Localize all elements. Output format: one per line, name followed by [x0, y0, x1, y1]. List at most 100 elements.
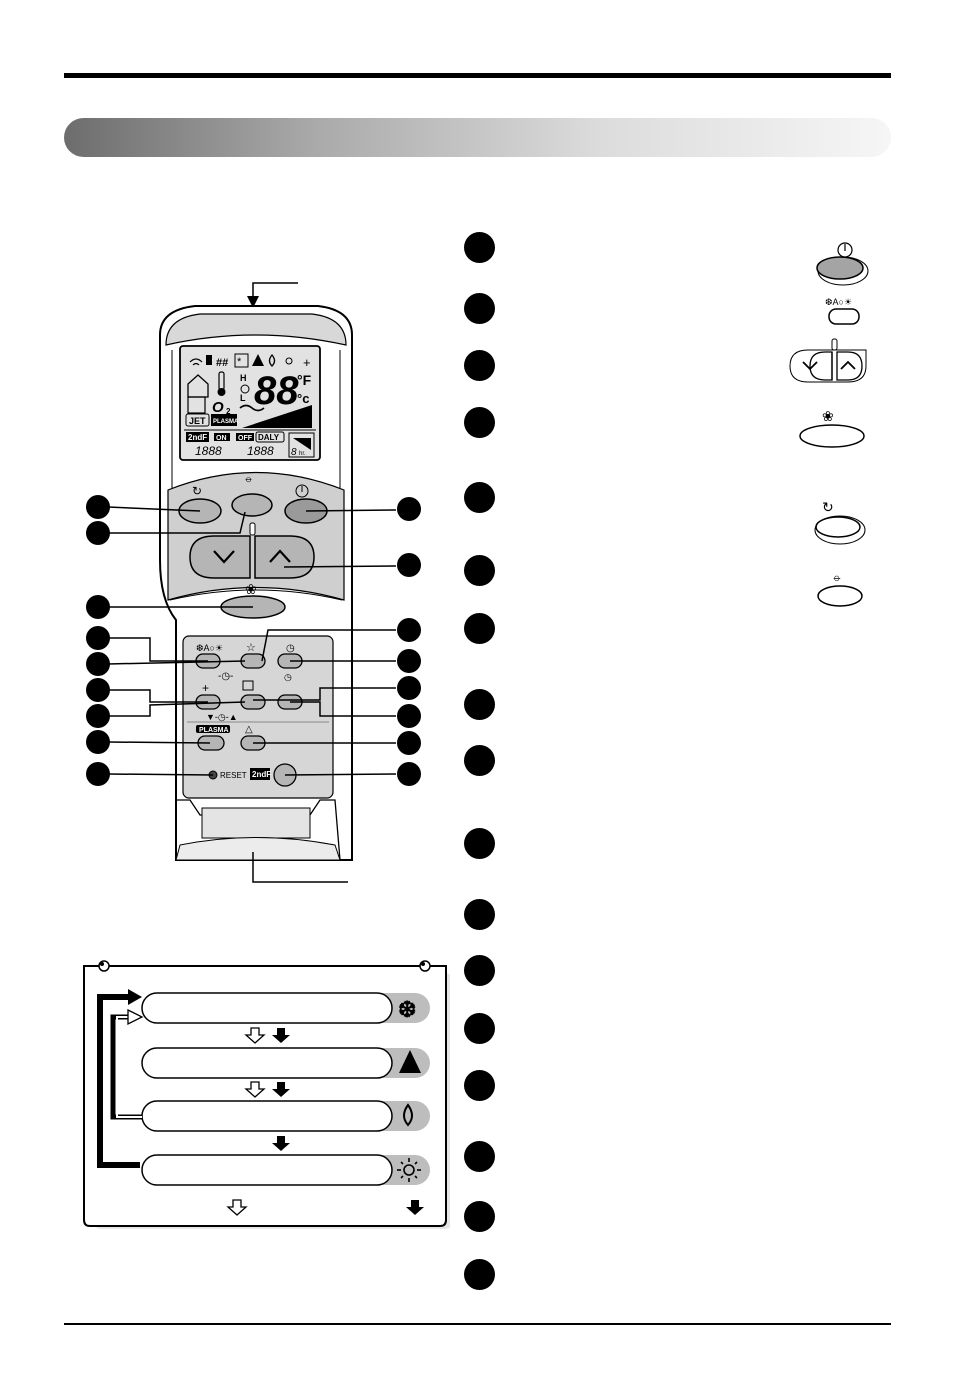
- item-bullet-17: [464, 1259, 495, 1290]
- callout-swing: [86, 495, 110, 519]
- svg-text:-◷-: -◷-: [218, 671, 233, 682]
- jet-button-illustration: ⦵: [817, 570, 863, 607]
- svg-text:❀: ❀: [822, 408, 834, 424]
- drop-icon: [403, 1103, 413, 1127]
- svg-text:°c: °c: [297, 391, 309, 406]
- legend-filled-arrow: [406, 1200, 424, 1215]
- temperature-buttons-illustration: [789, 338, 867, 383]
- item-bullet-2: [464, 293, 495, 324]
- svg-text:8: 8: [291, 447, 297, 458]
- svg-text:DALY: DALY: [258, 433, 280, 442]
- svg-text:❆A○☀: ❆A○☀: [196, 643, 223, 653]
- svg-text:RESET: RESET: [220, 771, 247, 780]
- item-bullet-1: [464, 232, 495, 263]
- svg-text:▼-◷-▲: ▼-◷-▲: [206, 712, 238, 722]
- svg-text:+: +: [202, 681, 209, 695]
- svg-text:2ndF: 2ndF: [188, 433, 207, 442]
- legend-open-arrow: [226, 1199, 248, 1216]
- svg-text:2ndF: 2ndF: [252, 770, 271, 779]
- item-bullet-4: [464, 407, 495, 438]
- svg-text:ON: ON: [216, 435, 227, 442]
- svg-text:##: ##: [216, 357, 228, 369]
- down-arrow-3: [272, 1136, 290, 1151]
- callout-reset: [86, 762, 110, 786]
- temperature-digits: 88: [254, 369, 299, 413]
- jet-cool-button: [231, 493, 273, 517]
- item-bullet-8: [464, 689, 495, 720]
- svg-text:PLASMA: PLASMA: [199, 727, 229, 734]
- callout-timer: [397, 618, 421, 642]
- callout-jet-cool: [86, 521, 110, 545]
- down-arrows-2: [244, 1081, 290, 1098]
- svg-text:⦵: ⦵: [832, 570, 842, 584]
- sun-icon: [403, 1164, 415, 1176]
- swing-button-illustration: ↻: [814, 499, 866, 545]
- lcd-display: [179, 345, 321, 461]
- item-bullet-10: [464, 828, 495, 859]
- mode-bar-dry: [141, 1100, 430, 1132]
- snowflake-icon: ❆: [398, 997, 416, 1022]
- item-bullet-3: [464, 350, 495, 381]
- svg-text:1888: 1888: [195, 444, 222, 458]
- svg-text:◷: ◷: [284, 672, 292, 682]
- down-arrows-1: [244, 1027, 290, 1044]
- svg-text:OFF: OFF: [238, 435, 253, 442]
- item-bullet-6: [464, 555, 495, 586]
- svg-text:O: O: [212, 399, 224, 416]
- mode-bar-heat: [141, 1154, 430, 1186]
- callout-auto-clean: [397, 731, 421, 755]
- bottom-rule: [64, 1323, 891, 1325]
- callout-plasma: [86, 730, 110, 754]
- item-bullet-16: [464, 1201, 495, 1232]
- callout-temperature: [397, 553, 421, 577]
- callout-power: [397, 497, 421, 521]
- remote-control-illustration: ## * + H L 88 °F °c O 2 JET PLASMA 2ndF …: [107, 282, 397, 883]
- svg-text:2: 2: [226, 407, 231, 416]
- item-bullet-13: [464, 1013, 495, 1044]
- callout-second-function: [397, 762, 421, 786]
- svg-text:☆: ☆: [246, 642, 256, 654]
- transmitter-arrow-icon: [247, 296, 259, 308]
- auto-icon: [399, 1050, 421, 1073]
- section-banner: [64, 118, 891, 157]
- mode-bar-auto: [141, 1047, 430, 1079]
- svg-text:hr.: hr.: [299, 451, 306, 457]
- svg-text:↻: ↻: [822, 499, 834, 515]
- mode-cycle-diagram: ❆: [83, 960, 450, 1229]
- svg-text:H: H: [240, 373, 247, 383]
- power-button-illustration: [816, 242, 869, 286]
- item-bullet-7: [464, 613, 495, 644]
- callout-airflow: [86, 678, 110, 702]
- item-bullet-5: [464, 482, 495, 513]
- svg-text:↻: ↻: [192, 484, 202, 498]
- callout-sleep: [86, 652, 110, 676]
- svg-text:*: *: [237, 356, 242, 368]
- svg-text:❀: ❀: [245, 581, 257, 597]
- svg-text:1888: 1888: [247, 444, 274, 458]
- mode-bar-cool: ❆: [141, 992, 430, 1024]
- svg-text:°F: °F: [297, 372, 312, 388]
- button-illustrations: ❆A○☀ ❀ ↻ ⦵: [789, 242, 869, 607]
- mode-button-illustration: ❆A○☀: [825, 297, 860, 325]
- item-bullet-11: [464, 899, 495, 930]
- item-bullet-9: [464, 745, 495, 776]
- svg-text:JET: JET: [189, 416, 206, 426]
- item-bullet-14: [464, 1070, 495, 1101]
- item-bullet-12: [464, 955, 495, 986]
- callout-fan-speed: [86, 595, 110, 619]
- callout-mode: [86, 626, 110, 650]
- svg-text:⦵: ⦵: [244, 473, 253, 485]
- svg-text:◷: ◷: [286, 643, 295, 654]
- svg-text:+: +: [303, 355, 311, 370]
- svg-text:△: △: [245, 724, 253, 735]
- top-rule: [64, 73, 891, 78]
- svg-text:L: L: [240, 393, 246, 403]
- fan-button-illustration: ❀: [799, 408, 865, 448]
- callout-timer-set: [397, 649, 421, 673]
- callout-room-temp: [86, 704, 110, 728]
- svg-text:❆A○☀: ❆A○☀: [825, 297, 852, 307]
- callout-cancel-2: [397, 704, 421, 728]
- svg-text:PLASMA: PLASMA: [213, 419, 239, 425]
- callout-cancel: [397, 676, 421, 700]
- item-bullet-15: [464, 1141, 495, 1172]
